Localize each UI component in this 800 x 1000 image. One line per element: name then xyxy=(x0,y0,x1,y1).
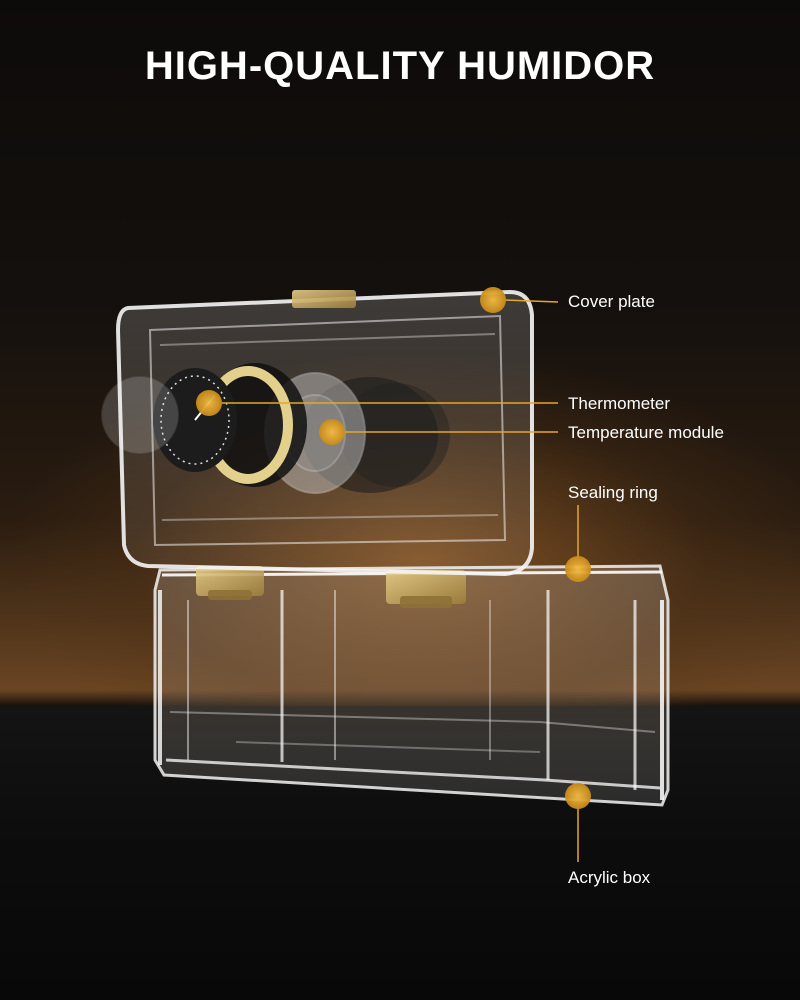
acrylic-box xyxy=(153,564,670,807)
thermometer-label: Thermometer xyxy=(568,394,671,413)
cover-plate-label: Cover plate xyxy=(568,292,655,311)
temperature-module-label: Temperature module xyxy=(568,423,724,442)
hinge-left xyxy=(196,566,264,600)
clasp xyxy=(292,290,356,308)
page-title: HIGH-QUALITY HUMIDOR xyxy=(144,44,656,88)
sealing-ring-marker xyxy=(565,556,591,582)
temperature-module-marker xyxy=(319,419,345,445)
cover-plate-leader xyxy=(504,299,559,303)
hinge-right xyxy=(386,570,466,608)
thermometer-marker xyxy=(196,390,222,416)
callout-lines xyxy=(222,299,579,862)
cover-plate-marker xyxy=(480,287,506,313)
acrylic-box-label: Acrylic box xyxy=(568,868,651,887)
sealing-ring-label: Sealing ring xyxy=(568,483,658,502)
acrylic-box-marker xyxy=(565,783,591,809)
